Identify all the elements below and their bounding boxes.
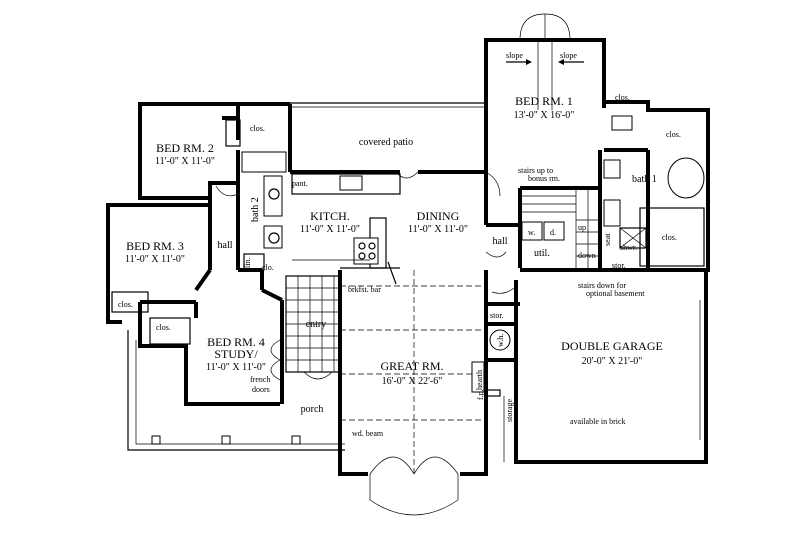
great-room-name: GREAT RM. <box>380 359 443 373</box>
dryer-label: d. <box>550 228 556 237</box>
wd-beam-label: wd. beam <box>352 429 384 438</box>
bed2-dim: 11'-0" X 11'-0" <box>155 156 215 167</box>
utility-label: util. <box>534 248 550 259</box>
interior-details <box>111 13 705 516</box>
storage1-label: stor. <box>612 261 626 270</box>
linen-label: lin. <box>243 258 252 268</box>
shower-label: shwr. <box>620 243 637 252</box>
stairs-down-arrow-label: down <box>578 251 596 260</box>
bed3-name: BED RM. 3 <box>126 239 184 253</box>
slope-right-label: slope <box>560 51 577 60</box>
stairs-down-label: stairs down for <box>578 281 626 290</box>
french-doors-label: french <box>250 375 270 384</box>
room-labels: BED RM. 1 13'-0" X 16'-0" BED RM. 2 11'-… <box>125 94 663 387</box>
bed1-dim: 13'-0" X 16'-0" <box>514 110 575 121</box>
garage-dim: 20'-0" X 21'-0" <box>582 356 643 367</box>
storage2-label: stor. <box>490 311 504 320</box>
kitchen-name: KITCH. <box>310 209 350 223</box>
closet-bed4-label: clos. <box>156 323 171 332</box>
bed1-name: BED RM. 1 <box>515 94 573 108</box>
available-brick-label: available in brick <box>570 417 626 426</box>
stairs-down-label-2: optional basement <box>586 289 645 298</box>
closet-bed3-label: clos. <box>118 300 133 309</box>
hall-left-label: hall <box>218 240 233 251</box>
closet-hall-label: clo. <box>262 263 274 272</box>
kitchen-dim: 11'-0" X 11'-0" <box>300 224 360 235</box>
french-doors-label-2: doors <box>252 385 270 394</box>
garage-name: DOUBLE GARAGE <box>561 339 663 353</box>
hall-right-label: hall <box>493 236 508 247</box>
bath2-label: bath 2 <box>250 197 261 222</box>
bath1-label: bath 1 <box>632 174 657 185</box>
bed4-dim: 11'-0" X 11'-0" <box>206 362 266 373</box>
pantry-label: pant. <box>292 179 308 188</box>
bed2-name: BED RM. 2 <box>156 141 214 155</box>
great-room-dim: 16'-0" X 22'-6" <box>382 376 443 387</box>
stairs-up-arrow-label: up <box>578 223 586 232</box>
minor-labels: covered patio porch entry hall hall bath… <box>118 51 681 438</box>
closet-bed2-label: clos. <box>250 124 265 133</box>
storage-label: storage <box>505 398 514 422</box>
exterior-walls <box>106 38 710 476</box>
closet-bath1-label: clos. <box>666 130 681 139</box>
stairs-up-label: stairs up to <box>518 166 553 175</box>
slope-left-label: slope <box>506 51 523 60</box>
brkfst-bar-label: brkfst. bar <box>348 285 381 294</box>
entry-tile-grid <box>285 275 341 373</box>
hearth-label: hearth <box>475 370 484 390</box>
bed4-name2: STUDY/ <box>214 347 258 361</box>
bed4-name: BED RM. 4 <box>207 335 265 349</box>
porch-label: porch <box>301 404 324 415</box>
dining-name: DINING <box>417 209 460 223</box>
closet-right-label: clos. <box>662 233 677 242</box>
seat-label: seat <box>603 233 612 246</box>
bed3-dim: 11'-0" X 11'-0" <box>125 254 185 265</box>
washer-label: w. <box>528 228 535 237</box>
stairs-up-label-2: bonus rm. <box>528 174 560 183</box>
fireplace-label: f.p. <box>476 389 485 400</box>
entry-label: entry <box>306 319 327 330</box>
closet-bed1-label: clos. <box>615 93 630 102</box>
water-heater-label: w.h. <box>496 334 505 347</box>
covered-patio-label: covered patio <box>359 137 413 148</box>
stairs <box>520 188 600 268</box>
dining-dim: 11'-0" X 11'-0" <box>408 224 468 235</box>
